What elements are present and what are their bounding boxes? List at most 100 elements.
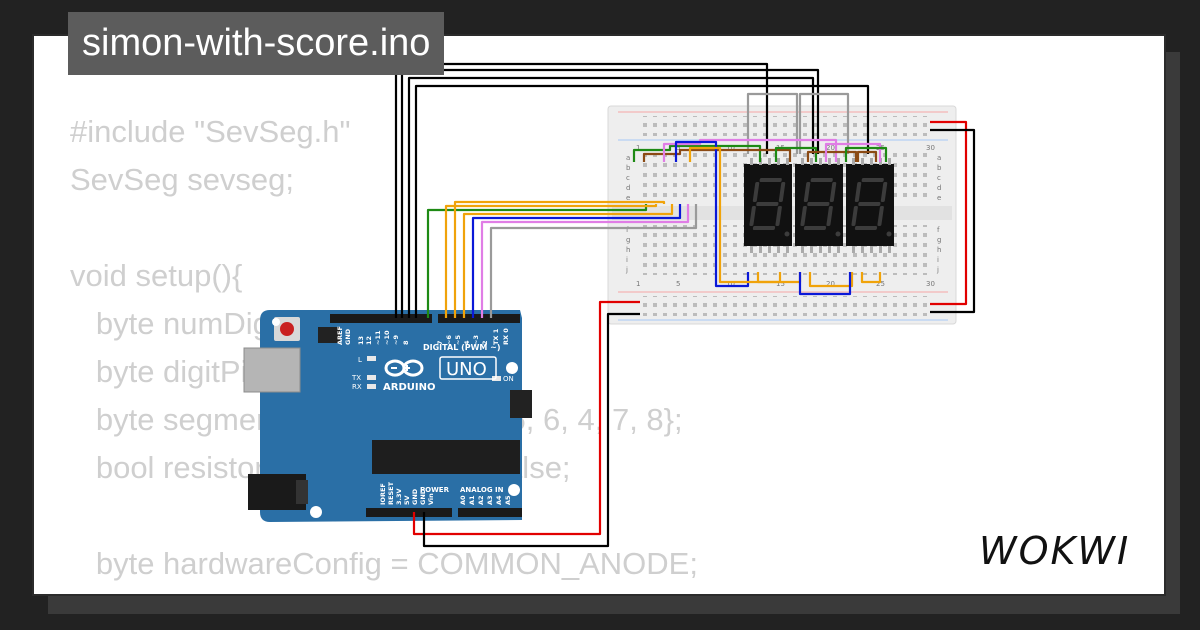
display-pin (861, 158, 864, 165)
pin-label: 8 (402, 340, 410, 345)
segment-g (756, 202, 779, 206)
segment-b (880, 182, 888, 202)
wires (394, 62, 976, 548)
icsp-header-right (510, 390, 532, 418)
digit-segments (800, 178, 837, 230)
reset-button[interactable] (280, 322, 294, 336)
row-letter: b (626, 164, 631, 172)
column-number: 10 (726, 280, 735, 288)
display-pin (786, 158, 789, 165)
display-pin (777, 158, 780, 165)
wire-orange-display-bottom-2 (808, 272, 854, 288)
display-pin (750, 246, 753, 253)
display-pin (828, 246, 831, 253)
display-pin (837, 158, 840, 165)
wire-blue-display-top (674, 140, 750, 288)
segment-c (775, 206, 782, 226)
display-pin (768, 158, 771, 165)
pin-label: A5 (504, 495, 512, 505)
display-digit (846, 158, 894, 253)
header-digital-high (438, 314, 520, 323)
column-number: 20 (826, 280, 835, 288)
wire-orange-display-bottom-3 (860, 272, 882, 284)
display-pin (759, 246, 762, 253)
power-rail-top (640, 116, 930, 136)
row-letter: a (937, 154, 941, 162)
display-pin (750, 158, 753, 165)
segment-a (759, 178, 782, 182)
pin-label: A2 (477, 495, 485, 505)
row-letter: g (937, 236, 941, 244)
segment-f (803, 182, 811, 202)
wire-orange-display-top (688, 146, 782, 284)
segment-g (858, 202, 881, 206)
display-pin (801, 158, 804, 165)
pin-label: 4 (463, 340, 471, 345)
code-preview: #include "SevSeg.h"SevSeg sevseg;void se… (70, 108, 1013, 594)
pin-label: ~3 (472, 335, 480, 345)
row-letter: f (626, 226, 629, 234)
code-line: void setup(){ (70, 258, 243, 293)
display-pin (870, 158, 873, 165)
column-number: 30 (926, 144, 935, 152)
atmega-chip (372, 440, 520, 474)
row-letter: i (937, 256, 939, 264)
display-pin (819, 246, 822, 253)
code-line: #include "SevSeg.h" (70, 114, 351, 149)
wire-red-power-5v (412, 300, 640, 536)
decimal-point (886, 231, 892, 237)
analog-header-label: ANALOG IN (460, 486, 504, 494)
pin-label: ~5 (454, 335, 462, 345)
wire-orange-seg-1 (444, 204, 658, 318)
mount-hole-1 (272, 318, 280, 326)
segment-a (810, 178, 833, 182)
pin-label: RESET (387, 481, 395, 505)
wokwi-logo: WOKWI (975, 518, 1157, 578)
pin-label: GND (411, 488, 419, 505)
wire-orange-seg-2 (453, 200, 666, 318)
wire-brown-display-top (642, 148, 792, 162)
power-rail-bottom (640, 296, 930, 316)
uno-model-label: UNO (446, 359, 487, 380)
pin-label: 5V (403, 495, 411, 505)
wire-green-display-top (632, 144, 762, 162)
led-rx (367, 384, 376, 389)
header-power (366, 508, 452, 517)
row-letter: c (626, 174, 630, 182)
display-pin (870, 246, 873, 253)
segment-e (851, 206, 858, 226)
pin-label: ~10 (383, 330, 391, 345)
display-pin (888, 246, 891, 253)
segment-d (854, 226, 878, 230)
arduino-logo-icon (384, 359, 424, 377)
led-l (367, 356, 376, 361)
pin-label: 3.3V (395, 488, 403, 505)
arduino-brand-label: ARDUINO (383, 382, 435, 393)
pin-label: ~11 (374, 330, 382, 345)
display-pin (879, 246, 882, 253)
row-letter: j (936, 266, 939, 274)
pin-label: 12 (365, 336, 373, 345)
mount-hole-3 (506, 362, 518, 374)
row-letter: d (626, 184, 630, 192)
wire-blue-seg (471, 204, 682, 318)
column-number: 5 (676, 280, 680, 288)
wire-gray-2 (798, 92, 850, 154)
row-letter: h (937, 246, 941, 254)
pin-label: 7 (436, 340, 444, 345)
wire-blue-display-bottom (798, 272, 852, 296)
display-pin (888, 158, 891, 165)
display-pin (861, 246, 864, 253)
usb-connector (243, 347, 301, 393)
segment-f (854, 182, 862, 202)
segment-g (807, 202, 830, 206)
pin-label: IOREF (379, 483, 387, 505)
wire-orange-seg-3 (462, 204, 674, 318)
digit-segments (749, 178, 786, 230)
pin-label: 2 (481, 340, 489, 345)
display-pin (810, 158, 813, 165)
decimal-point (835, 231, 841, 237)
wire-black-digit-1 (394, 62, 769, 318)
segment-c (877, 206, 884, 226)
